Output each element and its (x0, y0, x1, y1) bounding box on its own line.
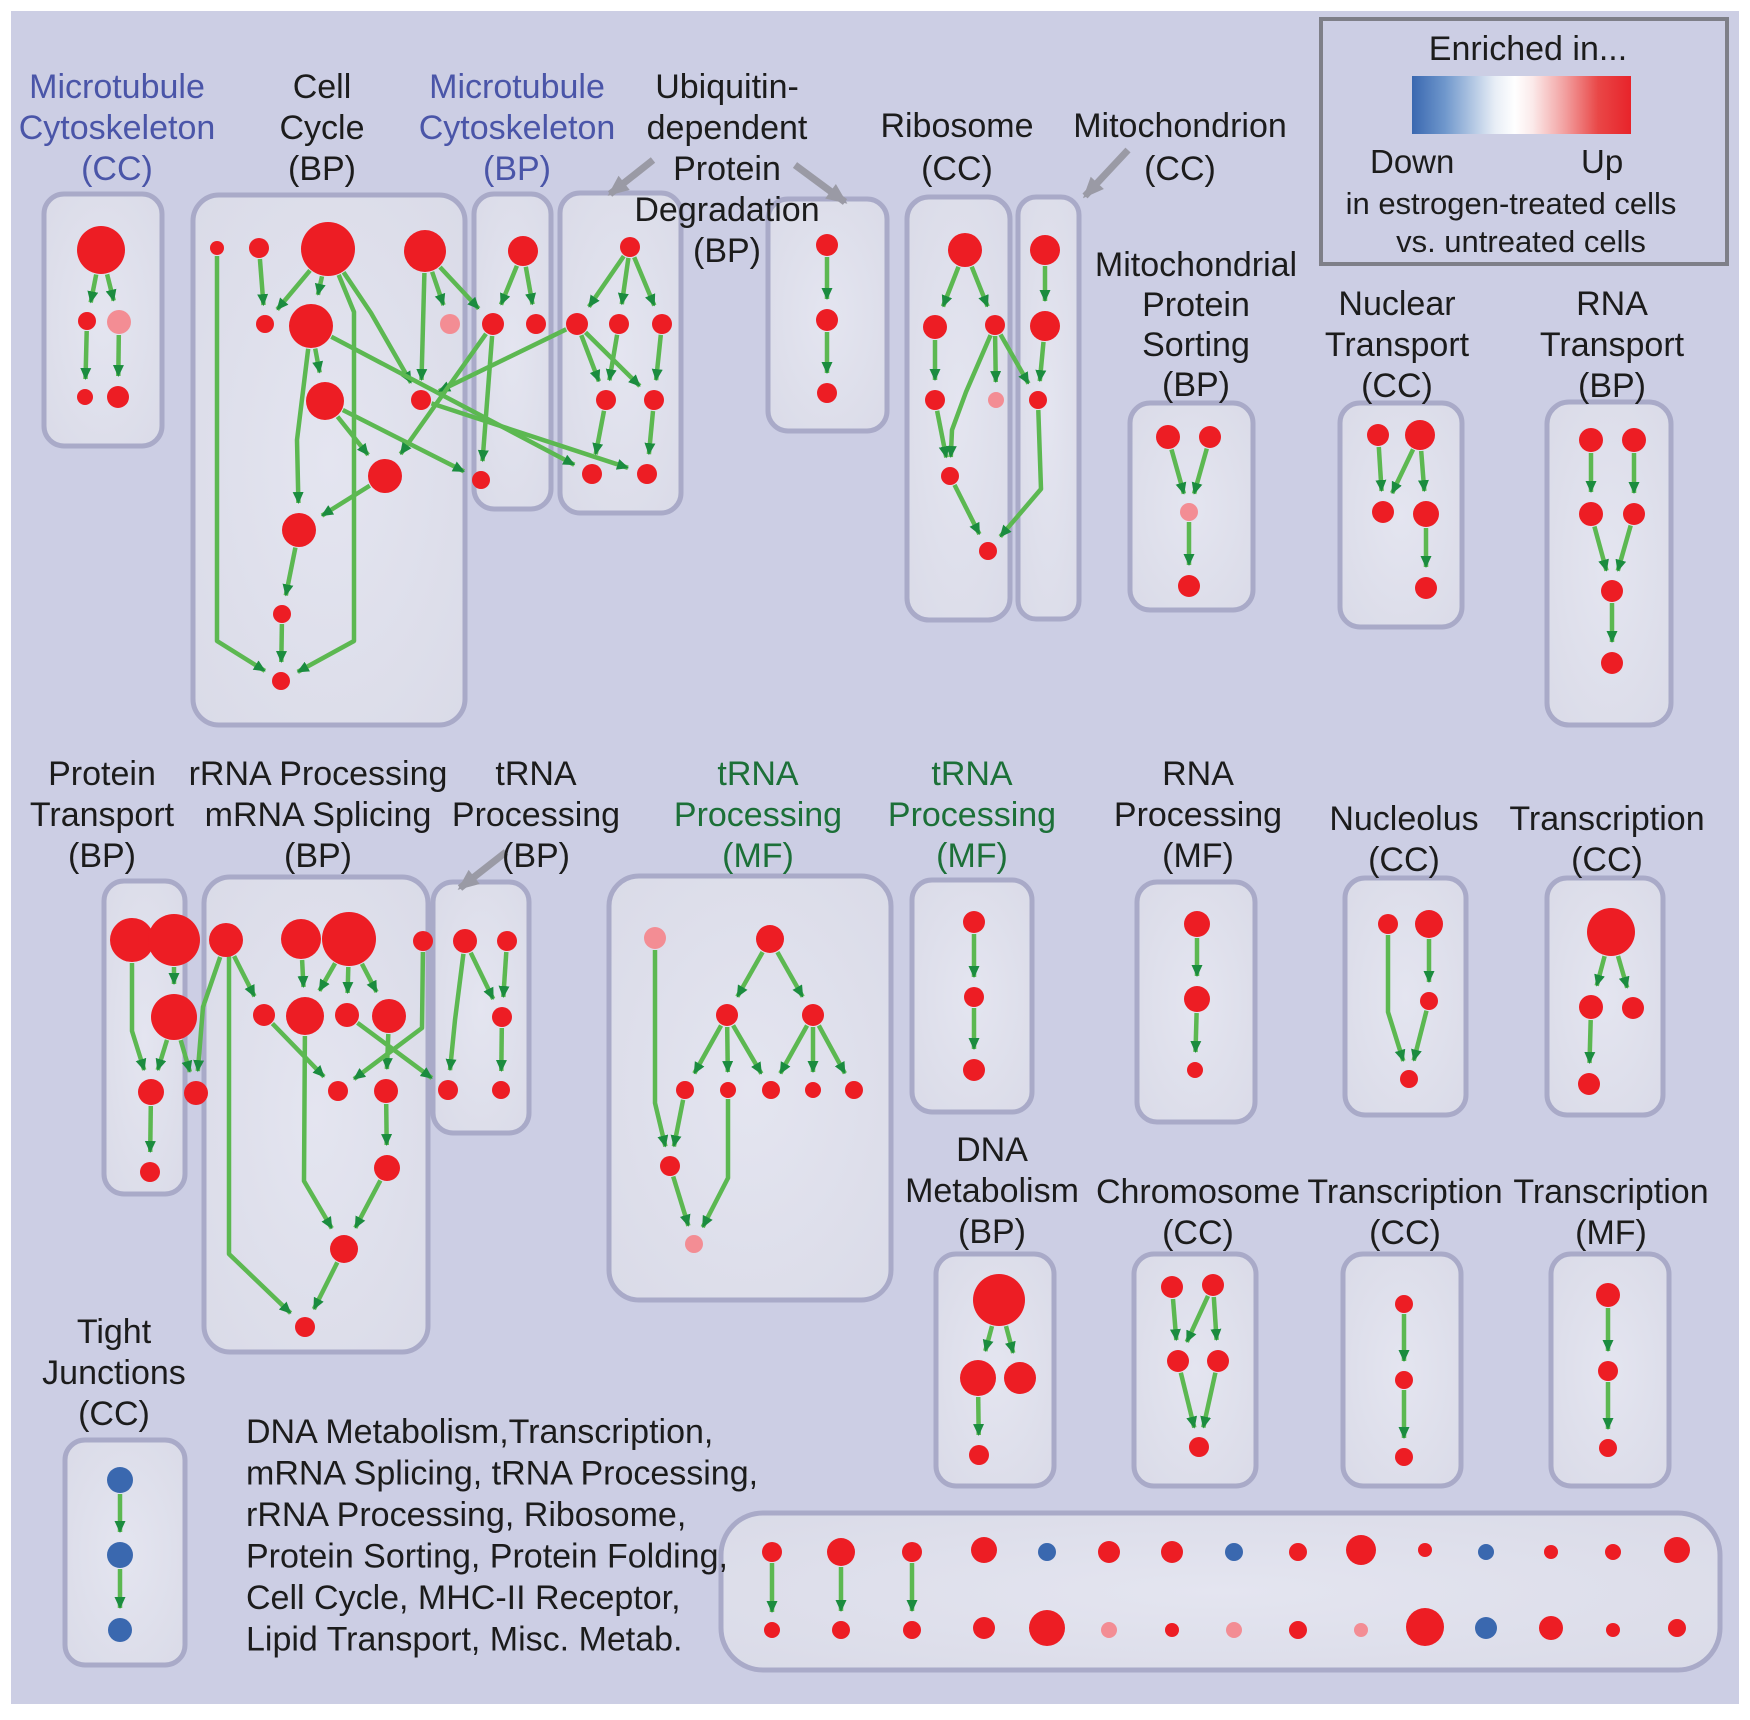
svg-text:(CC): (CC) (921, 150, 993, 188)
svg-text:(BP): (BP) (958, 1213, 1026, 1251)
svg-text:Processing: Processing (452, 796, 620, 834)
svg-text:Cycle: Cycle (279, 109, 364, 147)
svg-text:Degradation: Degradation (634, 191, 819, 229)
svg-text:Tight: Tight (77, 1313, 152, 1351)
svg-text:Processing: Processing (1114, 796, 1282, 834)
svg-text:Transport: Transport (30, 796, 175, 834)
svg-text:DNA: DNA (956, 1131, 1028, 1169)
svg-text:(BP): (BP) (483, 150, 551, 188)
svg-text:Protein: Protein (673, 150, 781, 188)
svg-text:Ubiquitin-: Ubiquitin- (655, 68, 799, 106)
svg-text:tRNA: tRNA (931, 755, 1013, 793)
svg-text:tRNA: tRNA (717, 755, 799, 793)
svg-text:Transport: Transport (1540, 326, 1685, 364)
svg-text:(CC): (CC) (1162, 1214, 1234, 1252)
svg-text:Metabolism: Metabolism (905, 1172, 1079, 1210)
svg-text:mRNA Splicing, tRNA Processing: mRNA Splicing, tRNA Processing, (246, 1455, 758, 1493)
svg-text:Protein: Protein (48, 755, 156, 793)
svg-text:mRNA Splicing: mRNA Splicing (205, 796, 432, 834)
svg-text:(BP): (BP) (1578, 367, 1646, 405)
svg-text:Sorting: Sorting (1142, 326, 1250, 364)
svg-text:Down: Down (1370, 143, 1454, 180)
svg-text:rRNA Processing: rRNA Processing (189, 755, 448, 793)
svg-text:RNA: RNA (1576, 285, 1648, 323)
svg-text:Nucleolus: Nucleolus (1329, 800, 1478, 838)
svg-text:Transcription: Transcription (1513, 1173, 1708, 1211)
svg-text:RNA: RNA (1162, 755, 1234, 793)
svg-text:(BP): (BP) (288, 150, 356, 188)
svg-text:(BP): (BP) (693, 232, 761, 270)
svg-text:(CC): (CC) (1144, 150, 1216, 188)
svg-text:Enriched in...: Enriched in... (1429, 30, 1627, 68)
svg-text:Chromosome: Chromosome (1096, 1173, 1300, 1211)
svg-text:Microtubule: Microtubule (29, 68, 205, 106)
svg-text:(BP): (BP) (68, 837, 136, 875)
svg-text:(CC): (CC) (81, 150, 153, 188)
svg-text:Transcription: Transcription (1307, 1173, 1502, 1211)
svg-text:(BP): (BP) (502, 837, 570, 875)
svg-text:(MF): (MF) (722, 837, 794, 875)
svg-text:Transcription: Transcription (1509, 800, 1704, 838)
svg-text:(MF): (MF) (936, 837, 1008, 875)
svg-text:Transport: Transport (1325, 326, 1470, 364)
svg-text:Cytoskeleton: Cytoskeleton (19, 109, 216, 147)
svg-text:Up: Up (1581, 143, 1623, 180)
svg-text:Ribosome: Ribosome (880, 107, 1033, 145)
svg-text:Cytoskeleton: Cytoskeleton (419, 109, 616, 147)
svg-text:rRNA Processing, Ribosome,: rRNA Processing, Ribosome, (246, 1496, 686, 1534)
svg-text:Lipid Transport, Misc. Metab.: Lipid Transport, Misc. Metab. (246, 1621, 683, 1659)
svg-text:in estrogen-treated cells: in estrogen-treated cells (1346, 186, 1677, 221)
svg-text:(MF): (MF) (1575, 1214, 1647, 1252)
svg-text:(CC): (CC) (1571, 841, 1643, 879)
svg-text:(CC): (CC) (78, 1395, 150, 1433)
svg-text:Mitochondrial: Mitochondrial (1095, 246, 1297, 284)
svg-text:vs. untreated cells: vs. untreated cells (1396, 224, 1646, 259)
svg-text:Protein: Protein (1142, 286, 1250, 324)
svg-text:Processing: Processing (888, 796, 1056, 834)
svg-text:Cell Cycle, MHC-II Receptor,: Cell Cycle, MHC-II Receptor, (246, 1579, 681, 1617)
svg-text:Cell: Cell (293, 68, 352, 106)
svg-text:Microtubule: Microtubule (429, 68, 605, 106)
svg-text:tRNA: tRNA (495, 755, 577, 793)
svg-text:(MF): (MF) (1162, 837, 1234, 875)
svg-text:(BP): (BP) (284, 837, 352, 875)
svg-text:(CC): (CC) (1369, 1214, 1441, 1252)
svg-text:DNA Metabolism,Transcription,: DNA Metabolism,Transcription, (246, 1413, 713, 1451)
svg-text:(CC): (CC) (1361, 367, 1433, 405)
svg-text:(CC): (CC) (1368, 841, 1440, 879)
svg-text:Processing: Processing (674, 796, 842, 834)
svg-text:(BP): (BP) (1162, 366, 1230, 404)
svg-text:Nuclear: Nuclear (1338, 285, 1455, 323)
svg-text:Mitochondrion: Mitochondrion (1073, 107, 1287, 145)
svg-text:Junctions: Junctions (42, 1354, 186, 1392)
svg-text:dependent: dependent (647, 109, 808, 147)
svg-text:Protein Sorting, Protein Foldi: Protein Sorting, Protein Folding, (246, 1538, 728, 1576)
